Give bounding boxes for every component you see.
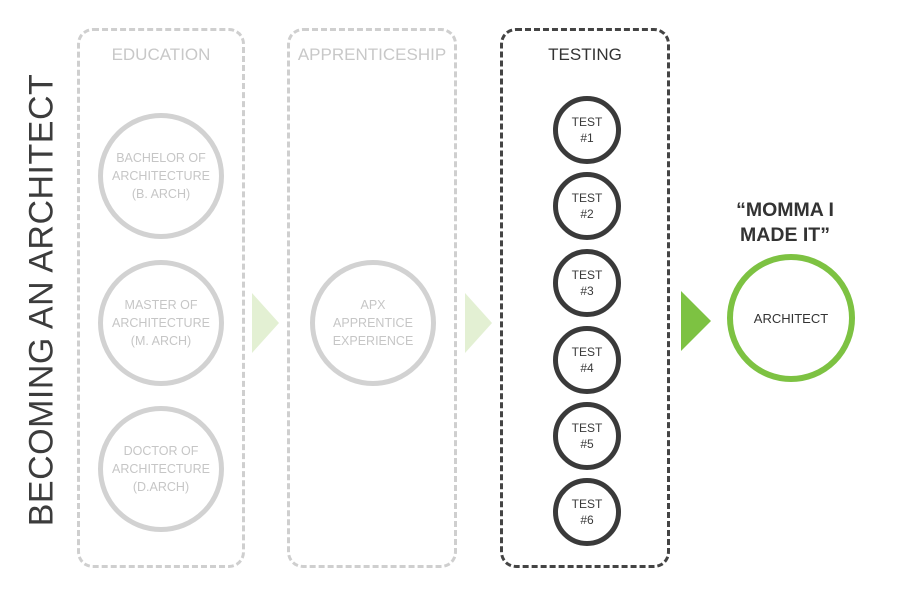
goal-quote: “MOMMA I MADE IT” [736,199,834,247]
education-doctor-label: DOCTOR OF ARCHITECTURE (D.ARCH) [112,443,210,495]
stage-education-title: EDUCATION [111,45,211,64]
education-bachelor-circle: BACHELOR OF ARCHITECTURE (B. ARCH) [98,113,224,239]
apprenticeship-apx-label: APX APPRENTICE EXPERIENCE [332,297,414,349]
arrow-apprenticeship-to-testing [465,293,492,353]
education-master-circle: MASTER OF ARCHITECTURE (M. ARCH) [98,260,224,386]
arrow-testing-to-architect [681,291,711,351]
education-master-label: MASTER OF ARCHITECTURE (M. ARCH) [112,297,210,349]
arrow-education-to-apprenticeship [252,293,279,353]
test-3-circle: TEST #3 [553,249,621,317]
test-6-label: TEST #6 [571,496,603,527]
test-2-circle: TEST #2 [553,172,621,240]
stage-apprenticeship-title: APPRENTICESHIP [297,45,447,64]
test-1-circle: TEST #1 [553,96,621,164]
stage-testing-title: TESTING [548,45,622,64]
architect-goal-label: ARCHITECT [753,310,829,326]
test-6-circle: TEST #6 [553,478,621,546]
test-5-label: TEST #5 [571,420,603,451]
stage-testing: TESTING [500,28,670,568]
education-doctor-circle: DOCTOR OF ARCHITECTURE (D.ARCH) [98,406,224,532]
test-3-label: TEST #3 [571,267,603,298]
test-1-label: TEST #1 [571,114,603,145]
diagram-title-container: BECOMING AN ARCHITECT [17,0,67,600]
stage-education: EDUCATION [77,28,245,568]
apprenticeship-apx-circle: APX APPRENTICE EXPERIENCE [310,260,436,386]
stage-apprenticeship: APPRENTICESHIP [287,28,457,568]
test-5-circle: TEST #5 [553,402,621,470]
test-4-label: TEST #4 [571,344,603,375]
architect-goal-circle: ARCHITECT [727,254,855,382]
diagram-title: BECOMING AN ARCHITECT [22,73,61,527]
test-4-circle: TEST #4 [553,326,621,394]
test-2-label: TEST #2 [571,190,603,221]
education-bachelor-label: BACHELOR OF ARCHITECTURE (B. ARCH) [112,150,210,202]
